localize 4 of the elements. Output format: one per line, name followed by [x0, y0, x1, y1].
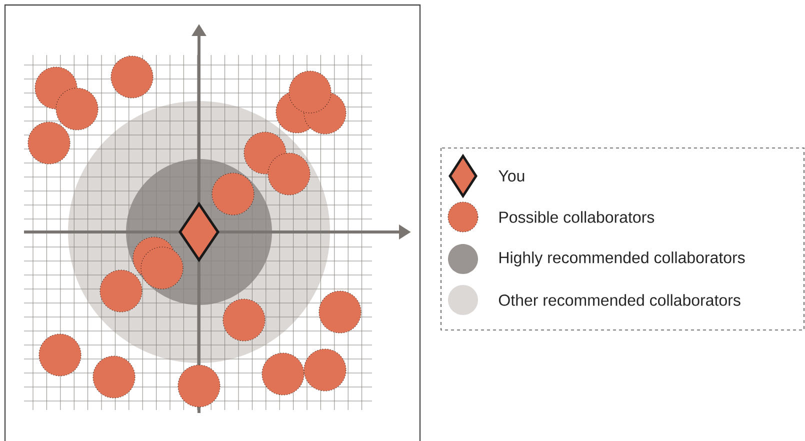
legend-label: Possible collaborators — [500, 211, 654, 223]
legend-label: Other recommended collaborators — [498, 294, 740, 306]
legend-label: Highly recommended collaborators — [500, 252, 745, 266]
legend-label: You — [498, 170, 524, 182]
